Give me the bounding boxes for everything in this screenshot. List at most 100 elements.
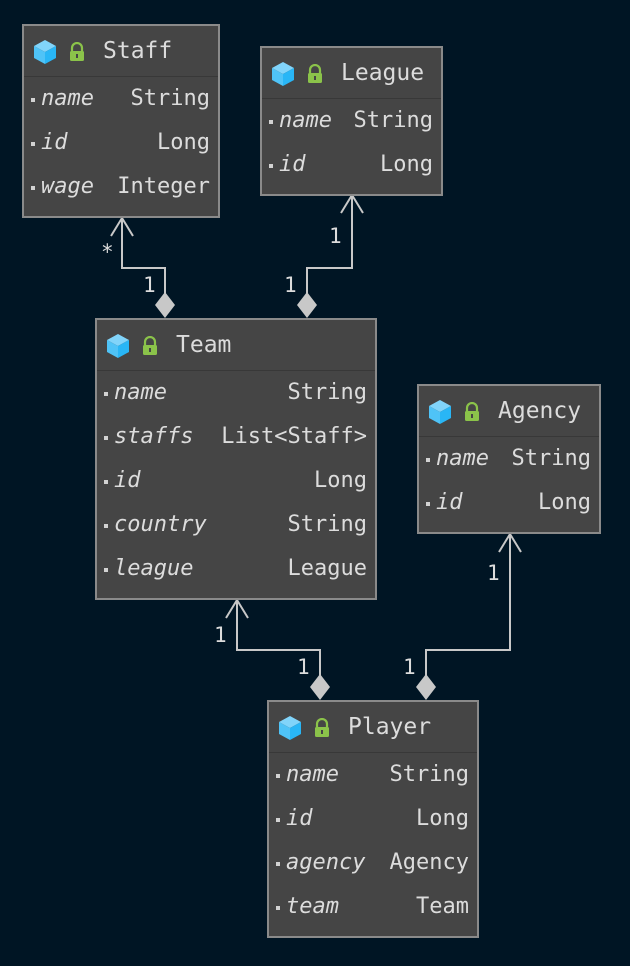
attribute-type: Team [416, 894, 469, 919]
class-name: Team [176, 332, 232, 358]
class-staff[interactable]: Staff name String id Long wage Integer [22, 24, 220, 218]
class-header: Agency [419, 386, 599, 437]
lock-icon [315, 718, 329, 737]
class-cube-icon [429, 400, 451, 424]
attribute-marker-icon [269, 164, 273, 168]
attribute-type: String [130, 86, 210, 111]
attribute-row: staffs List<Staff> [97, 415, 375, 459]
attribute-row: name String [97, 371, 375, 415]
edge-team-league [306, 195, 353, 294]
attribute-row: wage Integer [24, 165, 218, 209]
class-name: Staff [103, 38, 173, 64]
attribute-type: Agency [389, 850, 469, 875]
edge-player-team [236, 600, 321, 676]
attribute-type: Integer [117, 174, 210, 199]
attribute-name: agency [286, 850, 366, 875]
attribute-row: name String [269, 753, 477, 797]
attribute-name: name [286, 762, 339, 787]
attribute-name: name [279, 108, 332, 133]
mult-agency-owner: 1 [403, 655, 416, 679]
attribute-type: String [353, 108, 433, 133]
class-cube-icon [34, 40, 56, 64]
edge-team-staff [121, 218, 166, 294]
attribute-marker-icon [276, 906, 280, 910]
attribute-marker-icon [104, 480, 108, 484]
mult-staff-target: * [101, 240, 114, 264]
class-header: Player [269, 702, 477, 753]
attribute-row: id Long [97, 459, 375, 503]
attribute-marker-icon [104, 524, 108, 528]
attribute-marker-icon [276, 818, 280, 822]
attribute-type: Long [538, 490, 591, 515]
attribute-marker-icon [426, 502, 430, 506]
attribute-name: id [286, 806, 313, 831]
attribute-marker-icon [31, 98, 35, 102]
attribute-type: String [287, 380, 367, 405]
attribute-name: name [436, 446, 489, 471]
diamond-team-staff [155, 292, 175, 318]
mult-staff-owner: 1 [143, 273, 156, 297]
class-header: Staff [24, 26, 218, 77]
class-name: Agency [498, 398, 582, 424]
attribute-row: country String [97, 503, 375, 547]
attribute-marker-icon [269, 120, 273, 124]
attribute-name: league [114, 556, 194, 581]
mult-team-target: 1 [214, 623, 227, 647]
attribute-marker-icon [31, 142, 35, 146]
attribute-row: name String [24, 77, 218, 121]
attribute-type: String [287, 512, 367, 537]
attribute-type: League [287, 556, 367, 581]
attribute-marker-icon [276, 862, 280, 866]
attribute-type: String [511, 446, 591, 471]
attribute-row: name String [262, 99, 441, 143]
attribute-type: String [389, 762, 469, 787]
attribute-row: name String [419, 437, 599, 481]
attribute-type: Long [157, 130, 210, 155]
attribute-row: id Long [262, 143, 441, 187]
class-header: Team [97, 320, 375, 371]
class-name: Player [348, 714, 432, 740]
attribute-marker-icon [276, 774, 280, 778]
class-league[interactable]: League name String id Long [260, 46, 443, 196]
diamond-player-team [310, 674, 330, 700]
attribute-name: id [279, 152, 306, 177]
attribute-type: Long [380, 152, 433, 177]
arrowhead-staff [110, 216, 134, 237]
attribute-type: Long [314, 468, 367, 493]
attribute-row: team Team [269, 885, 477, 929]
mult-league-owner: 1 [284, 273, 297, 297]
class-header: League [262, 48, 441, 99]
lock-icon [143, 336, 157, 355]
mult-league-target: 1 [329, 224, 342, 248]
attribute-name: team [286, 894, 339, 919]
attribute-row: agency Agency [269, 841, 477, 885]
attribute-name: id [41, 130, 68, 155]
attribute-name: id [114, 468, 141, 493]
attribute-marker-icon [104, 436, 108, 440]
attribute-marker-icon [426, 458, 430, 462]
attribute-name: wage [41, 174, 94, 199]
class-name: League [341, 60, 425, 86]
attribute-type: List<Staff> [221, 424, 367, 449]
lock-icon [308, 64, 322, 83]
class-cube-icon [107, 334, 129, 358]
class-cube-icon [279, 716, 301, 740]
attribute-name: name [41, 86, 94, 111]
mult-agency-target: 1 [487, 561, 500, 585]
arrowhead-team [225, 598, 249, 619]
class-cube-icon [272, 62, 294, 86]
diamond-player-agency [416, 674, 436, 700]
lock-icon [70, 42, 84, 61]
arrowhead-agency [498, 532, 522, 553]
attribute-marker-icon [104, 392, 108, 396]
attribute-name: staffs [114, 424, 194, 449]
attribute-name: country [114, 512, 207, 537]
edge-player-agency [425, 534, 511, 676]
attribute-name: name [114, 380, 167, 405]
